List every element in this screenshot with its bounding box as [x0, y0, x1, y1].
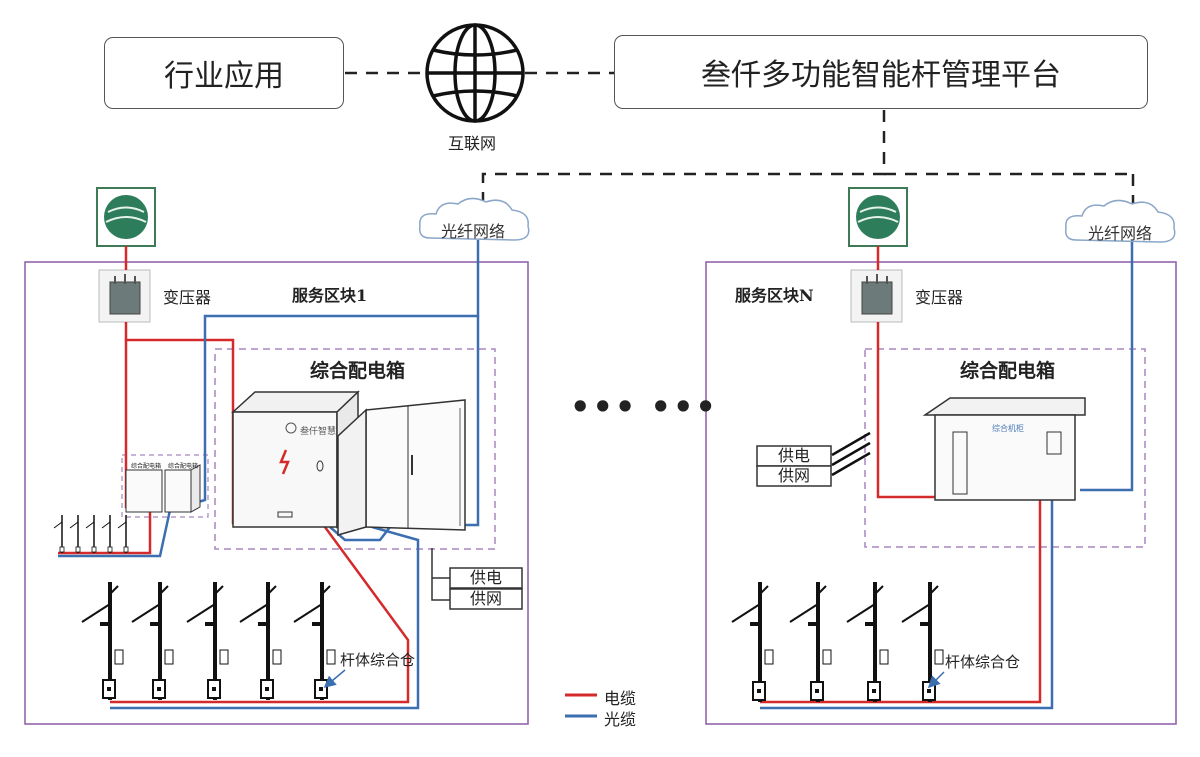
platform-label: 叁仟多功能智能杆管理平台: [701, 58, 1061, 93]
zoneN-cabinet-label: 综合机柜: [992, 424, 1024, 433]
zoneN-pole-2: [789, 582, 832, 702]
zoneN-pole-4: [901, 582, 944, 702]
zoneN-fiber-cloud-label: 光纤网络: [1088, 224, 1153, 243]
zone1-small-boxes: [125, 464, 201, 513]
zone1-supply-bracket: [431, 548, 523, 610]
zone1-rack-cabinet: [337, 399, 466, 536]
zone1-cloud-icon: [418, 197, 530, 241]
zone1-small-pole-3: [85, 515, 97, 553]
zone1-transformer-icon: [98, 269, 151, 323]
zone1-dist-box-label: 综合配电箱: [310, 360, 406, 382]
zone1-small-pole-1: [53, 515, 65, 553]
zoneN-grid-logo: [848, 187, 908, 247]
zoneN-poles: [731, 582, 944, 702]
zone1-cabinet-brand: 叁仟智慧: [300, 427, 337, 437]
zoneN-pole-3: [846, 582, 889, 702]
zoneN-supply-power: 供电: [777, 446, 810, 465]
zone1-transformer-label: 变压器: [163, 288, 212, 307]
zoneN-boundary: [705, 261, 1177, 725]
zone1-pole-1: [81, 582, 124, 700]
zoneN-supply-network: 供网: [777, 466, 810, 485]
legend-cable-label: 电缆: [604, 689, 637, 708]
legend-fiber-label: 光缆: [604, 710, 637, 729]
zone1-pole-2: [131, 582, 174, 700]
zoneN-pole-cabin-label: 杆体综合仓: [945, 653, 1021, 671]
zone1-pole-cabin-label: 杆体综合仓: [340, 651, 416, 669]
zone1-small-pole-4: [101, 515, 113, 553]
zoneN-transformer-icon: [850, 269, 903, 323]
zone1-pole-3: [186, 582, 229, 700]
industry-apps-label: 行业应用: [164, 59, 284, 94]
zoneN-pole-1: [731, 582, 774, 702]
zoneN-dist-box-label: 综合配电箱: [960, 360, 1056, 382]
zone1-pole-arrow: [323, 669, 346, 688]
zoneN-fiber-cables: [760, 242, 1134, 710]
zone1-small-box-label-b: 综合配电箱: [168, 463, 199, 470]
internet-label: 互联网: [448, 134, 497, 153]
ellipsis: ••• •••: [570, 388, 718, 426]
zoneN-power-cables: [760, 322, 1042, 704]
zoneN-title: 服务区块N: [735, 286, 814, 305]
zoneN-pole-arrow: [927, 671, 945, 689]
zoneN-supply-lines: [831, 431, 871, 477]
zone1-small-box-region: [121, 454, 209, 518]
zoneN-transformer-label: 变压器: [915, 288, 964, 307]
zoneN-supply-boxes: [756, 445, 832, 487]
zone1-pole-4: [239, 582, 282, 700]
zone1-supply-network: 供网: [469, 589, 502, 608]
platform-box: 叁仟多功能智能杆管理平台: [614, 35, 1148, 109]
zone1-small-box-label-a: 综合配电箱: [131, 463, 162, 470]
zone1-small-pole-2: [69, 515, 81, 553]
industry-apps-box: 行业应用: [104, 37, 344, 109]
zone1-grid-logo: [96, 187, 156, 247]
zone1-fiber-cloud-label: 光纤网络: [441, 222, 506, 241]
zone1-boundary: [24, 261, 529, 725]
zone1-pole-5: [293, 582, 336, 700]
zone1-small-pole-5: [117, 515, 129, 553]
zoneN-cabinet: [922, 397, 1086, 501]
zone1-supply-power: 供电: [469, 568, 502, 587]
zoneN-cloud-icon: [1064, 199, 1176, 243]
zone1-small-poles: [53, 515, 129, 553]
zoneN-dist-region: [864, 348, 1146, 548]
globe-icon: [425, 23, 525, 123]
zone1-title: 服务区块1: [292, 286, 368, 305]
zone1-poles: [81, 582, 336, 700]
